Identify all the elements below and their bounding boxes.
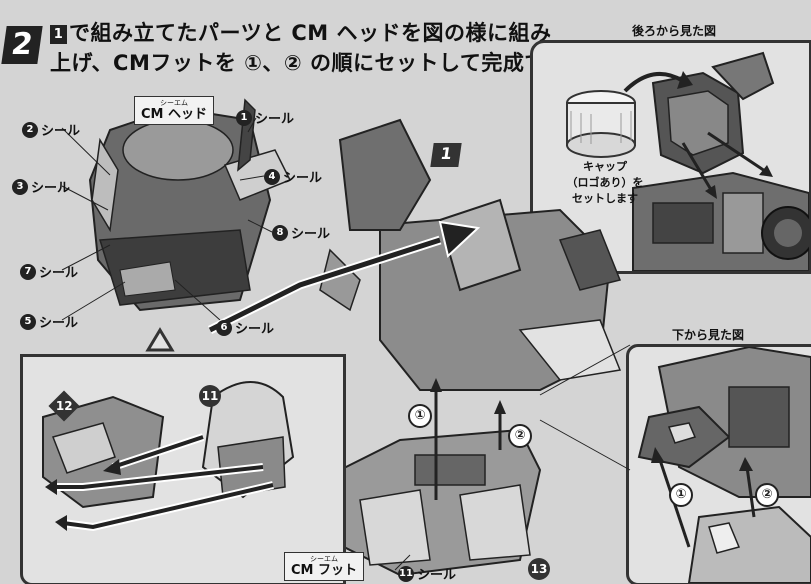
cm-foot-label: シーエム CM フット <box>284 552 365 581</box>
back-view-panel: キャップ （ロゴあり）を セットします <box>530 40 811 274</box>
cap-illustration <box>566 90 636 158</box>
back-view-label: 後ろから見た図 <box>632 24 717 38</box>
part-13-badge: 13 <box>528 558 550 580</box>
cm-head-label: シーエム CM ヘッド <box>134 96 215 125</box>
bottom-order-1: ① <box>669 483 693 507</box>
bottom-view-label: 下から見た図 <box>672 328 745 342</box>
part-1-badge: 1 <box>50 25 67 44</box>
main-order-2: ② <box>508 424 532 448</box>
bottom-order-2: ② <box>755 483 779 507</box>
part-11-badge: 11 <box>199 385 221 407</box>
head-detail-illustration <box>42 381 295 532</box>
back-view-illustration <box>566 51 809 271</box>
cm-head-illustration <box>88 98 292 312</box>
bottom-view-panel: ① ② <box>626 344 811 584</box>
main-order-1: ① <box>408 404 432 428</box>
head-detail-panel: 12 11 <box>20 354 346 584</box>
title-line-2: 上げ、CMフットを ①、② の順にセットして完成です。 <box>50 51 587 75</box>
cap-instruction: キャップ （ロゴあり）を セットします <box>566 160 644 205</box>
part-1-machine-badge: 1 <box>430 143 462 167</box>
cm-foot-illustration <box>328 428 542 577</box>
bottom-view-illustration <box>637 347 811 583</box>
cm-machine-illustration <box>319 118 622 391</box>
